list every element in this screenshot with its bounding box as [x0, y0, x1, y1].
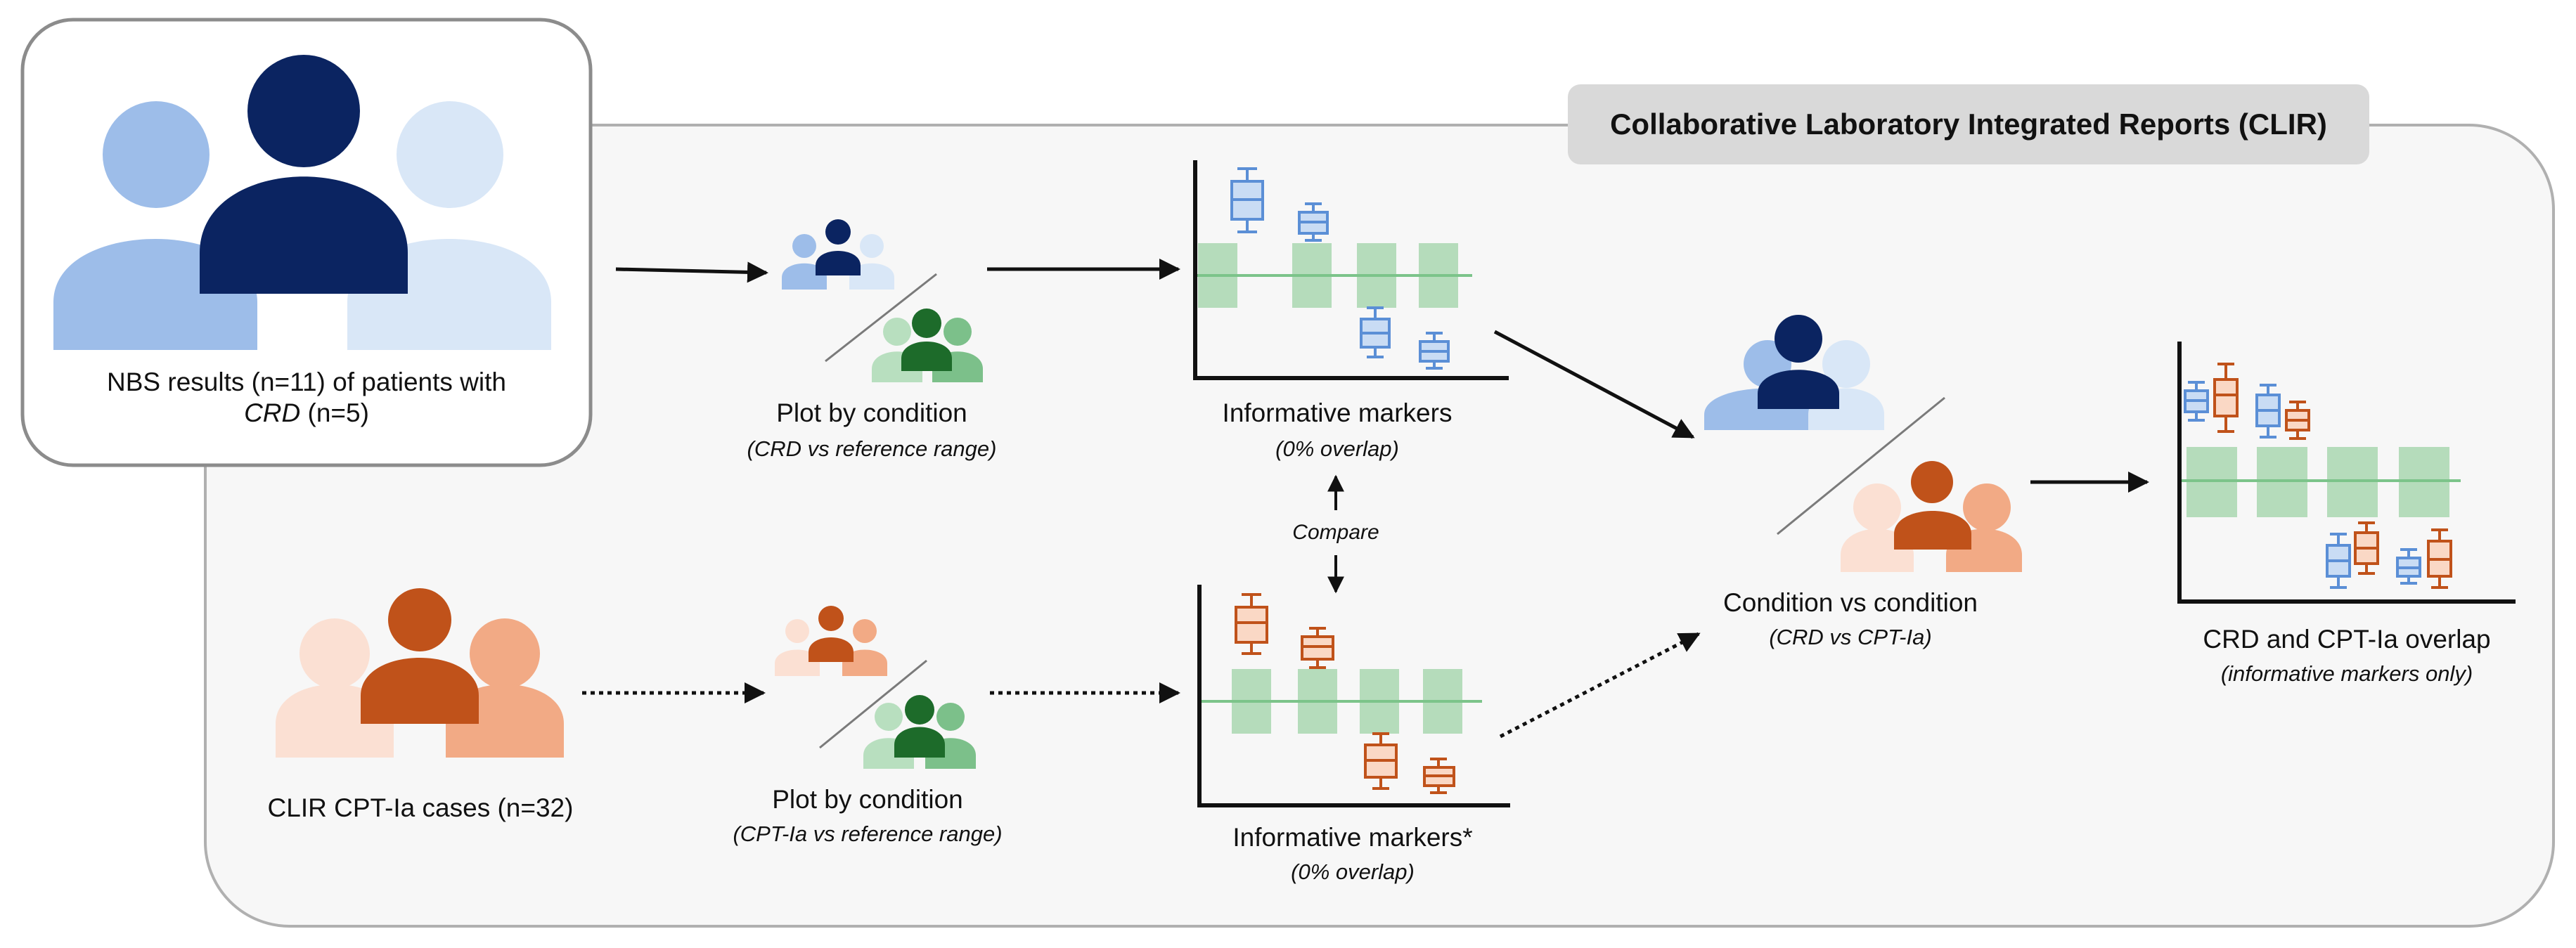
- markers-top-subtitle: (0% overlap): [1275, 436, 1399, 461]
- plot-top-title: Plot by condition: [776, 398, 967, 427]
- clir-cases-label: CLIR CPT-Ia cases (n=32): [267, 793, 574, 822]
- clir-banner: Collaborative Laboratory Integrated Repo…: [1568, 84, 2369, 164]
- plot-icon-bottom: [775, 606, 976, 769]
- nbs-results-line1: NBS results (n=11) of patients with: [107, 368, 506, 396]
- group-icon-orange-large: [276, 588, 564, 758]
- overlap-title: CRD and CPT-Ia overlap: [2203, 625, 2491, 654]
- condition-vs-subtitle: (CRD vs CPT-Ia): [1769, 625, 1932, 649]
- arrow-markers2-to-condition: [1499, 632, 1701, 739]
- clir-panel: [204, 124, 2555, 928]
- plot-top-subtitle: (CRD vs reference range): [747, 436, 997, 461]
- markers-top-title: Informative markers: [1222, 398, 1453, 427]
- compare-label: Compare: [1292, 521, 1379, 544]
- boxplot-icon-markers-top: [1193, 160, 1509, 380]
- group-icon-blue-large: [53, 55, 551, 350]
- plot-icon-top: [782, 219, 983, 382]
- nbs-results-line2: CRD (n=5): [107, 398, 506, 429]
- condition-vs-title: Condition vs condition: [1723, 588, 1978, 617]
- arrow-nbs-to-plot: [615, 261, 768, 283]
- nbs-results-crd: CRD: [244, 398, 301, 428]
- overlap-subtitle: (informative markers only): [2220, 661, 2473, 686]
- plot-bottom-subtitle: (CPT-Ia vs reference range): [733, 822, 1003, 846]
- arrow-markers-to-condition: [1493, 330, 1695, 439]
- clir-banner-title: Collaborative Laboratory Integrated Repo…: [1610, 108, 2327, 141]
- nbs-results-label: NBS results (n=11) of patients with CRD …: [107, 367, 506, 429]
- nbs-results-count: (n=5): [300, 398, 369, 428]
- markers-bottom-title: Informative markers*: [1232, 823, 1473, 852]
- plot-bottom-title: Plot by condition: [772, 785, 963, 814]
- boxplot-icon-overlap: [2177, 342, 2516, 604]
- markers-bottom-subtitle: (0% overlap): [1291, 859, 1415, 884]
- condition-vs-condition-icon: [1704, 315, 2022, 572]
- boxplot-icon-markers-bottom: [1197, 585, 1510, 807]
